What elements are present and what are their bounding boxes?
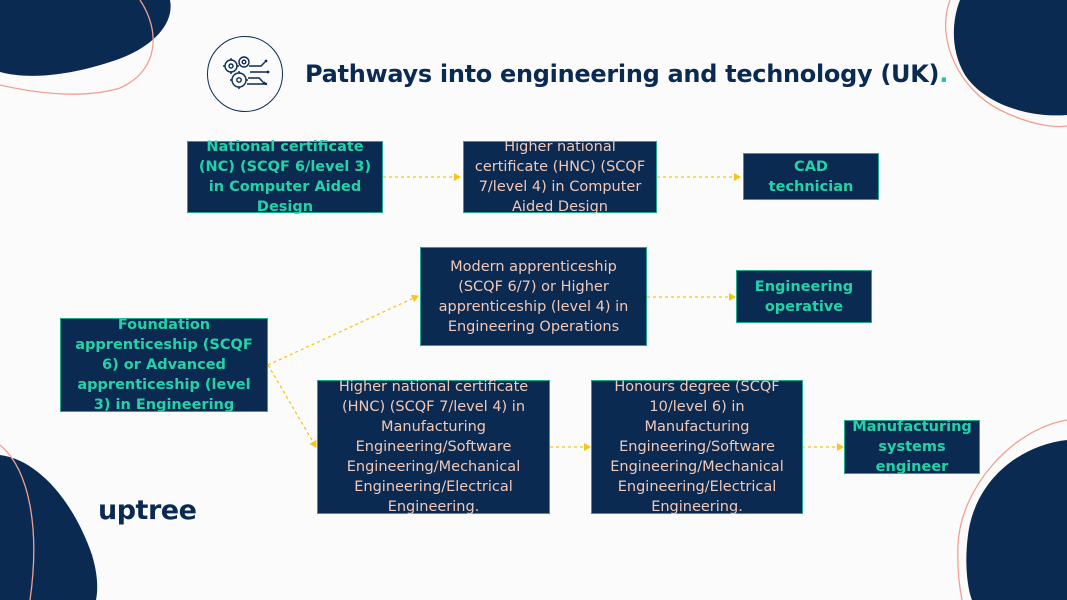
box-modern-apprenticeship: Modern apprenticeship (SCQF 6/7) or High… <box>420 247 647 346</box>
blob-bottom-right <box>966 440 1067 600</box>
page-title: Pathways into engineering and technology… <box>305 60 948 88</box>
gears-circuit-icon <box>207 36 283 112</box>
header: Pathways into engineering and technology… <box>207 36 948 112</box>
title-dot: . <box>939 60 949 88</box>
coral-line-bottom-right <box>957 419 1067 600</box>
coral-line-top-left <box>0 0 154 95</box>
box-cad-technician: CAD technician <box>743 153 879 200</box>
box-hnc-manufacturing: Higher national certificate (HNC) (SCQF … <box>317 379 550 515</box>
title-text: Pathways into engineering and technology… <box>305 60 940 88</box>
coral-line-bottom-left <box>0 444 35 600</box>
uptree-logo: uptree <box>98 495 197 526</box>
box-nc-cad: National certificate (NC) (SCQF 6/level … <box>187 139 383 215</box>
coral-line-top-right <box>945 0 1067 128</box>
blob-top-left <box>0 0 171 76</box>
box-hnc-cad: Higher national certificate (HNC) (SCQF … <box>463 139 657 215</box>
blob-top-right <box>953 0 1067 116</box>
box-engineering-operative: Engineering operative <box>736 270 872 323</box>
blob-bottom-left <box>0 455 98 600</box>
box-foundation-apprenticeship: Foundation apprenticeship (SCQF 6) or Ad… <box>60 317 268 413</box>
box-manufacturing-systems-engineer: Manufacturing systems engineer <box>844 419 980 475</box>
box-honours-degree: Honours degree (SCQF 10/level 6) in Manu… <box>591 379 803 515</box>
